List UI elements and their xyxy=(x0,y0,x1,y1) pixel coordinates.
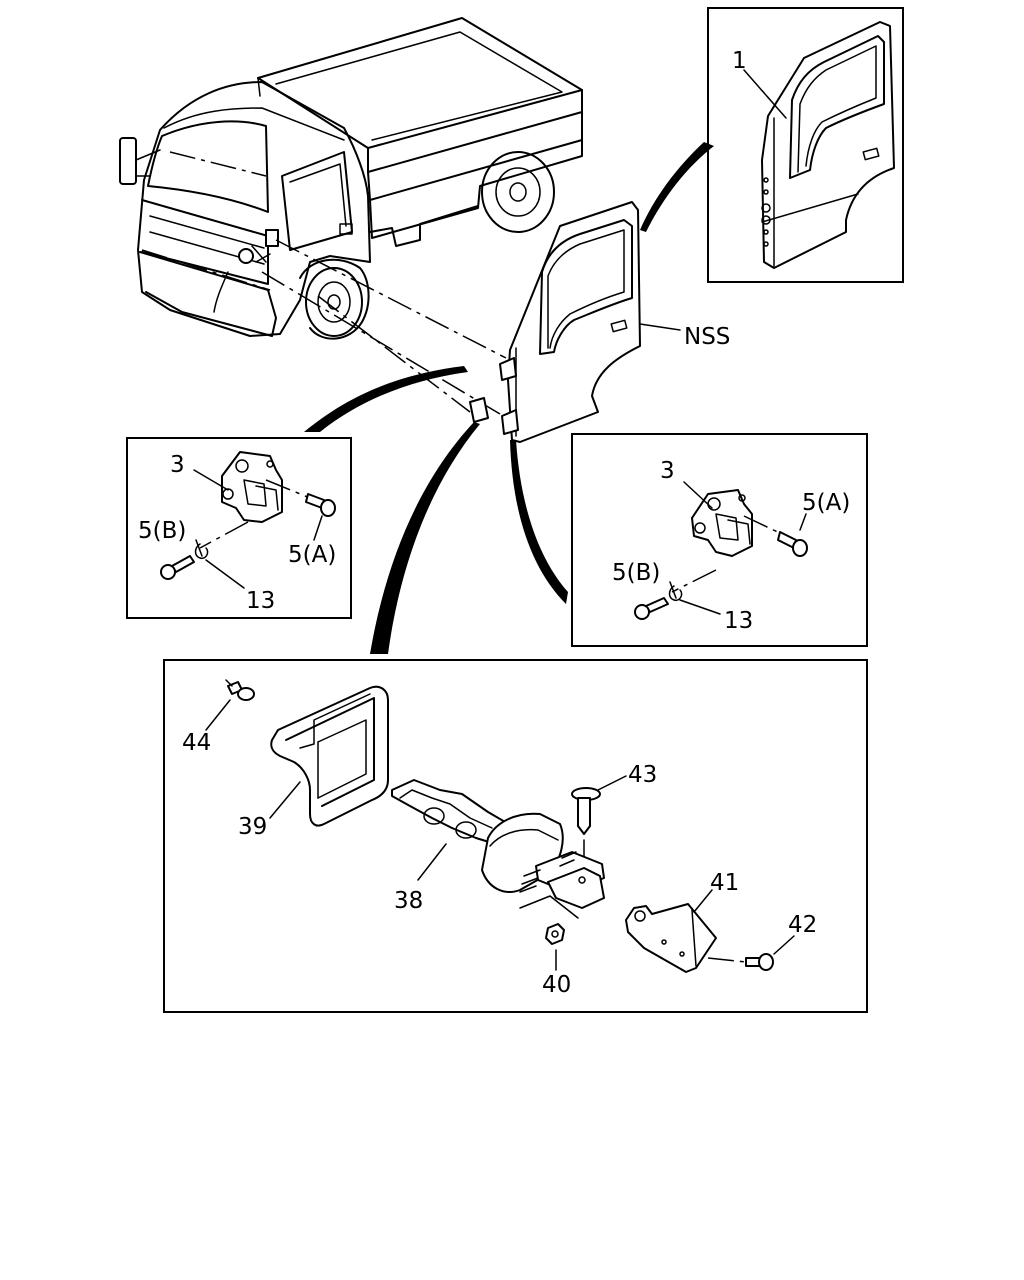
label-nss: NSS xyxy=(684,324,730,350)
pin-43 xyxy=(571,775,627,869)
label-pin-43: 43 xyxy=(628,762,657,788)
truck-illustration xyxy=(119,17,583,340)
callout-arc-right-hinge xyxy=(510,440,568,604)
label-bolt-b-left: 5(B) xyxy=(138,518,186,544)
screw-44 xyxy=(205,679,255,731)
handle-39 xyxy=(269,685,389,827)
stud-plate xyxy=(519,851,605,919)
label-screw-44: 44 xyxy=(182,730,211,756)
inset-door-check xyxy=(163,659,868,1013)
projection-line-upper xyxy=(275,239,507,359)
label-bolt-a-right: 5(A) xyxy=(802,490,850,516)
label-strap-38: 38 xyxy=(394,888,423,914)
door-nss xyxy=(469,201,681,443)
bolt-42 xyxy=(707,935,795,971)
label-hinge-right: 3 xyxy=(660,458,675,484)
inset-hinge-left xyxy=(126,437,352,619)
label-bolt-42: 42 xyxy=(788,912,817,938)
label-bracket-41: 41 xyxy=(710,870,739,896)
bracket-41 xyxy=(625,889,717,973)
callout-arc-top xyxy=(640,142,714,232)
projection-line-latch xyxy=(317,295,471,413)
label-bolt-a-left: 5(A) xyxy=(288,542,336,568)
label-nut-40: 40 xyxy=(542,972,571,998)
callout-arc-latch xyxy=(370,422,480,654)
label-door-assembly: 1 xyxy=(732,48,747,74)
label-hinge-left: 3 xyxy=(170,452,185,478)
projection-line-lower xyxy=(261,271,501,415)
callout-arc-left-hinge xyxy=(304,366,468,432)
label-clip-right: 13 xyxy=(724,608,753,634)
inset-hinge-right xyxy=(571,433,868,647)
inset-door-assembly xyxy=(707,7,904,283)
label-clip-left: 13 xyxy=(246,588,275,614)
label-handle-39: 39 xyxy=(238,814,267,840)
label-bolt-b-right: 5(B) xyxy=(612,560,660,586)
nut-40 xyxy=(545,923,565,971)
